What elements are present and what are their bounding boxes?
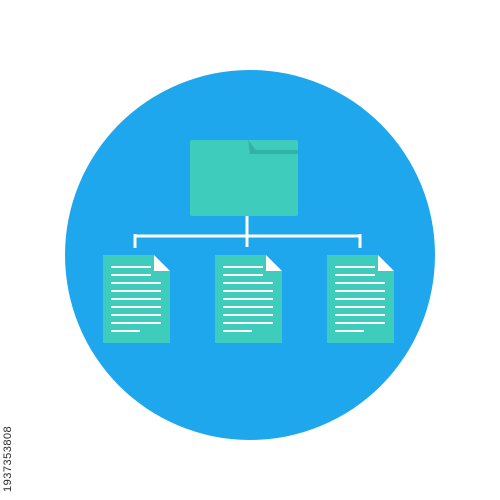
document-icon	[215, 255, 282, 343]
folder-tab	[248, 140, 298, 154]
document-fold	[266, 255, 282, 271]
folder-icon	[190, 140, 298, 216]
document-fold	[378, 255, 394, 271]
document-icon	[327, 255, 394, 343]
connector-lines	[133, 216, 362, 248]
document-lines	[223, 266, 273, 332]
stock-id-label: 1937353808	[2, 425, 14, 492]
document-lines	[335, 266, 385, 332]
folder-body	[190, 140, 298, 216]
document-lines	[111, 266, 161, 332]
document-icon	[103, 255, 170, 343]
document-fold	[154, 255, 170, 271]
